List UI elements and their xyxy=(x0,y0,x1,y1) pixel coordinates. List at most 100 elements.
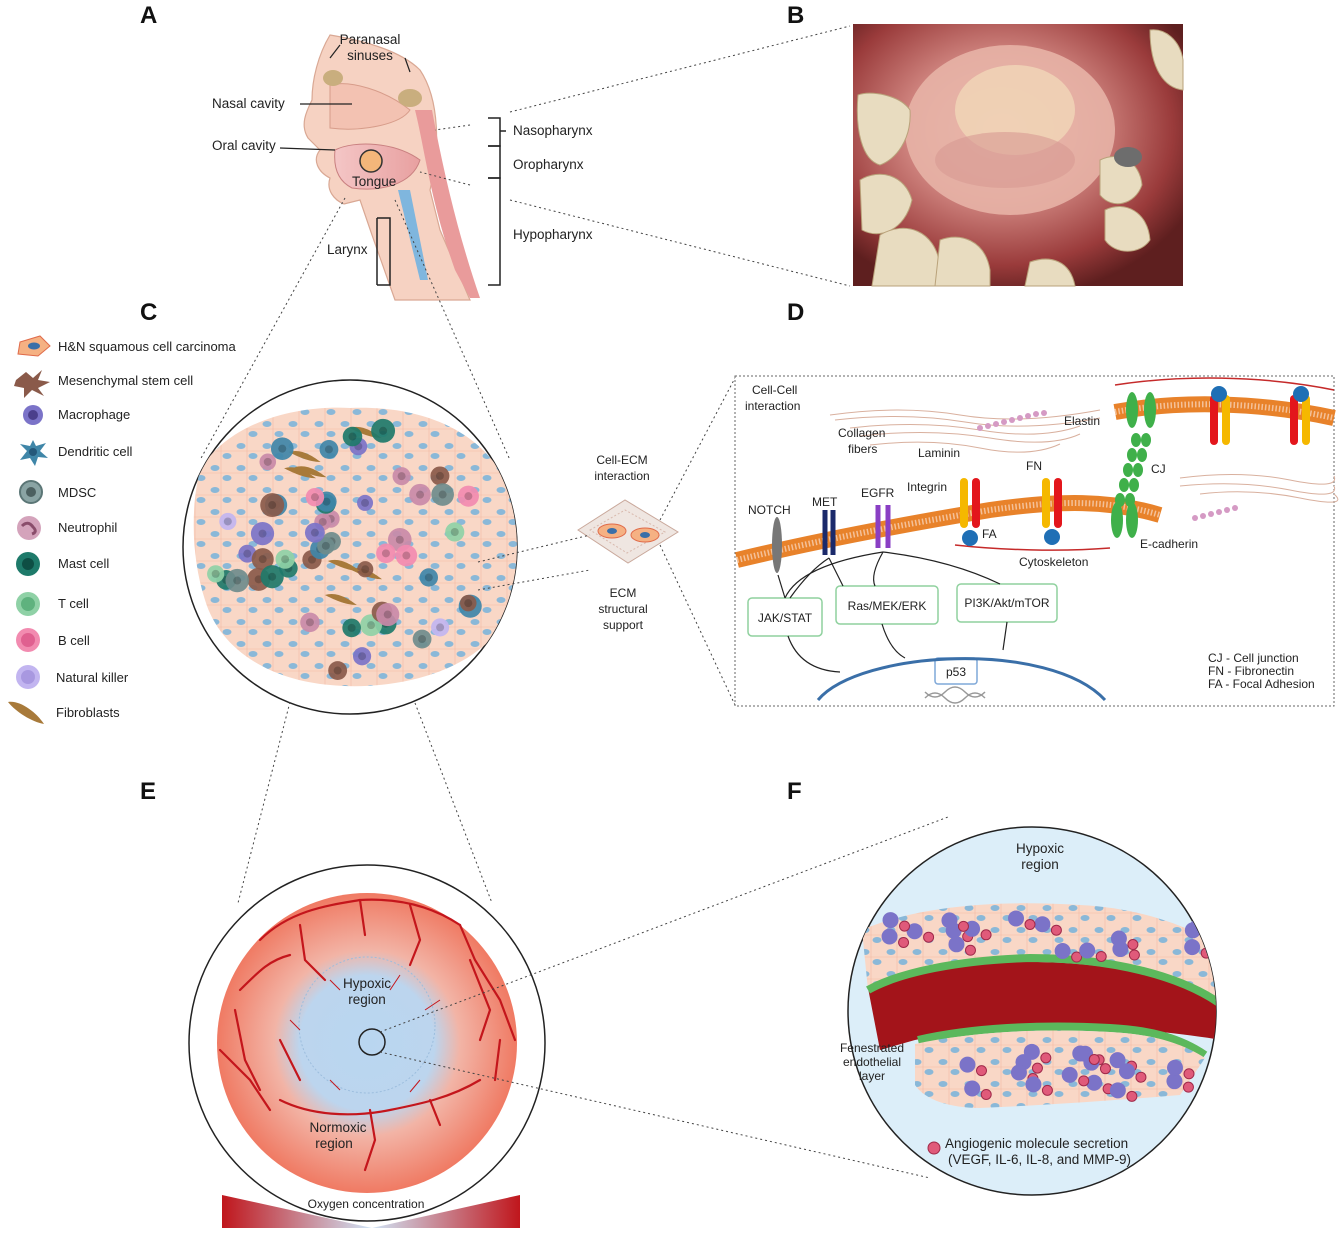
cell-nucleus xyxy=(324,445,333,454)
angiogenic-molecule xyxy=(975,1065,987,1077)
cell-nucleus xyxy=(395,535,404,544)
fibroblast-cell xyxy=(294,466,327,478)
angiogenic-molecule xyxy=(1024,918,1036,930)
legend-label-mesenchymal: Mesenchymal stem cell xyxy=(58,373,193,388)
t-cell-cell xyxy=(207,565,225,583)
cell-nucleus xyxy=(361,565,370,574)
collagen-label-1: Collagen xyxy=(838,426,885,440)
oropharynx-label: Oropharynx xyxy=(513,157,584,172)
neutrophil-cell xyxy=(409,483,431,506)
abbrev-cj: CJ - Cell junction xyxy=(1208,651,1299,665)
angiogenic-molecule xyxy=(1095,950,1107,962)
macrophage-cell xyxy=(959,1056,976,1073)
signaling-diagram xyxy=(734,375,1339,707)
cell-legend xyxy=(8,335,51,724)
cell-nucleus xyxy=(307,555,316,564)
mdsc-cell xyxy=(431,483,454,506)
macrophage-cell xyxy=(1007,910,1024,927)
oral-tumor-photo xyxy=(853,24,1184,287)
mesenchymal-stem-cell-cell xyxy=(459,594,477,612)
cell-nucleus xyxy=(263,457,272,466)
natural-killer-cell xyxy=(431,618,450,637)
hypoxia-tumor-circle xyxy=(188,816,949,1222)
cj-label: CJ xyxy=(1151,462,1166,476)
angiogenic-molecule xyxy=(1206,926,1216,938)
dendritic-cell-cell xyxy=(419,568,438,587)
cell-nucleus xyxy=(424,573,433,582)
angiogenic-molecule xyxy=(1041,1084,1053,1096)
angiogenic-molecule xyxy=(964,944,976,956)
mesenchymal-stem-cell-cell xyxy=(328,661,348,680)
fibroblast-cell xyxy=(324,593,357,606)
mast-cell-cell xyxy=(342,618,361,638)
panel-letter-a: A xyxy=(140,2,157,29)
b-cell-icon xyxy=(16,628,40,652)
angiogenic-molecule xyxy=(980,929,992,941)
cell-nucleus xyxy=(322,497,331,506)
panel-letter-c: C xyxy=(140,299,157,326)
macrophage-cell xyxy=(1079,942,1096,959)
neutrophil-cell xyxy=(300,612,320,633)
macrophage-cell xyxy=(250,522,275,546)
panel-letter-e: E xyxy=(140,778,156,805)
paranasal-sinuses-label-1: Paranasal xyxy=(340,32,401,47)
ecm-support-label-1: ECM xyxy=(610,586,637,600)
cell-nucleus xyxy=(358,652,367,661)
t-cell-cell xyxy=(445,522,465,542)
abbrev-fa: FA - Focal Adhesion xyxy=(1208,677,1315,691)
angiogenic-label-2: (VEGF, IL-6, IL-8, and MMP-9) xyxy=(948,1152,1131,1167)
e-cadherin-label: E-cadherin xyxy=(1140,537,1198,551)
angiogenic-molecule xyxy=(1135,1071,1147,1083)
cell-nucleus xyxy=(418,635,427,644)
macrophage-cell xyxy=(1109,1052,1126,1069)
angiogenic-molecule xyxy=(1040,1052,1052,1064)
mast-cell-cell xyxy=(260,565,284,589)
angiogenic-molecule xyxy=(898,936,910,948)
neutrophil-cell xyxy=(259,453,277,471)
macrophage-cell xyxy=(1034,916,1051,933)
abbrev-fn: FN - Fibronectin xyxy=(1208,664,1294,678)
mesenchymal-stem-cell-cell xyxy=(251,548,274,571)
cell-nucleus xyxy=(402,551,411,560)
macrophage-cell xyxy=(1054,943,1071,960)
macrophage-cell xyxy=(881,928,898,945)
macrophage-cell xyxy=(1025,1076,1042,1093)
natural-killer-icon xyxy=(16,665,40,689)
hypoxic-region-f-label-1: Hypoxic xyxy=(1016,841,1064,856)
cell-nucleus xyxy=(464,492,473,501)
cell-nucleus xyxy=(367,621,376,630)
mast-cell-cell xyxy=(342,426,363,447)
macrophage-cell xyxy=(1118,1063,1135,1080)
angiogenic-molecule-icon xyxy=(927,1141,941,1155)
panel-letter-d: D xyxy=(787,299,804,326)
t-cell-icon xyxy=(16,592,40,616)
angiogenic-molecule xyxy=(1128,949,1140,961)
macrophage-cell xyxy=(941,912,958,929)
macrophage-cell xyxy=(1166,1073,1183,1090)
macrophage-icon xyxy=(23,405,43,425)
cell-nucleus xyxy=(438,490,447,499)
b-cell-cell xyxy=(305,487,325,507)
angiogenic-molecule xyxy=(980,1088,992,1100)
cell-nucleus xyxy=(416,490,425,499)
neutrophil-icon xyxy=(17,516,41,540)
mast-cell-icon xyxy=(16,552,40,576)
angiogenic-molecule xyxy=(1099,1063,1111,1075)
mast-cell-cell xyxy=(371,418,396,443)
cell-ecm-label-2: interaction xyxy=(594,469,649,483)
cell-nucleus xyxy=(347,623,356,632)
ecm-support-label-3: support xyxy=(603,618,644,632)
normoxic-region-label-2: region xyxy=(315,1136,353,1151)
angiogenic-molecule xyxy=(1031,1062,1043,1074)
nasopharynx-label: Nasopharynx xyxy=(513,123,593,138)
legend-label-natural-killer: Natural killer xyxy=(56,670,129,685)
cell-nucleus xyxy=(281,555,290,564)
panel-letter-b: B xyxy=(787,2,804,29)
oxygen-gradient-bar xyxy=(222,1195,520,1228)
cell-nucleus xyxy=(211,569,220,578)
cell-nucleus xyxy=(450,527,459,536)
mdsc-cell xyxy=(225,568,249,593)
macrophage-cell xyxy=(304,522,325,543)
legend-label-neutrophil: Neutrophil xyxy=(58,520,117,535)
